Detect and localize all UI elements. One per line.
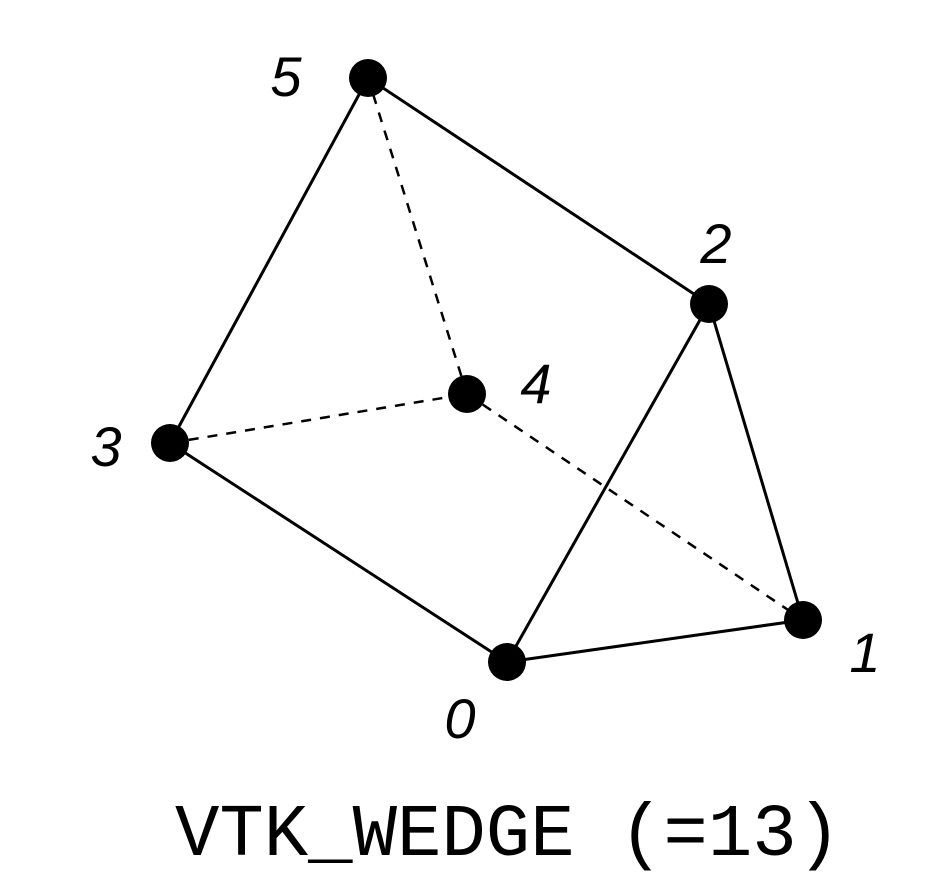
- vertex-label-2: 2: [699, 212, 731, 275]
- edges-layer: [168, 76, 805, 664]
- edge-2-0: [505, 303, 711, 663]
- vertex-label-1: 1: [849, 621, 880, 684]
- vertex-0: [488, 643, 526, 681]
- edge-3-5: [168, 77, 370, 444]
- vertex-1: [784, 601, 822, 639]
- vertex-label-0: 0: [444, 687, 475, 750]
- edge-0-1: [506, 618, 804, 664]
- edge-3-0: [169, 441, 508, 664]
- caption: VTK_WEDGE (=13): [175, 794, 841, 878]
- edge-3-4-hidden: [169, 392, 468, 445]
- vertex-labels-layer: 0 1 2 3 4 5: [90, 45, 880, 750]
- vertex-5: [349, 59, 387, 97]
- edge-4-1-hidden: [466, 392, 804, 622]
- vertex-label-4: 4: [520, 352, 551, 415]
- vertex-label-3: 3: [90, 415, 121, 478]
- vertex-label-5: 5: [270, 45, 302, 108]
- edge-5-2: [367, 76, 710, 306]
- vertex-3: [151, 424, 189, 462]
- vertex-2: [690, 285, 728, 323]
- vertex-4: [448, 375, 486, 413]
- edge-4-5-hidden: [366, 77, 469, 395]
- edge-1-2: [707, 303, 805, 621]
- vertices-layer: [151, 59, 822, 681]
